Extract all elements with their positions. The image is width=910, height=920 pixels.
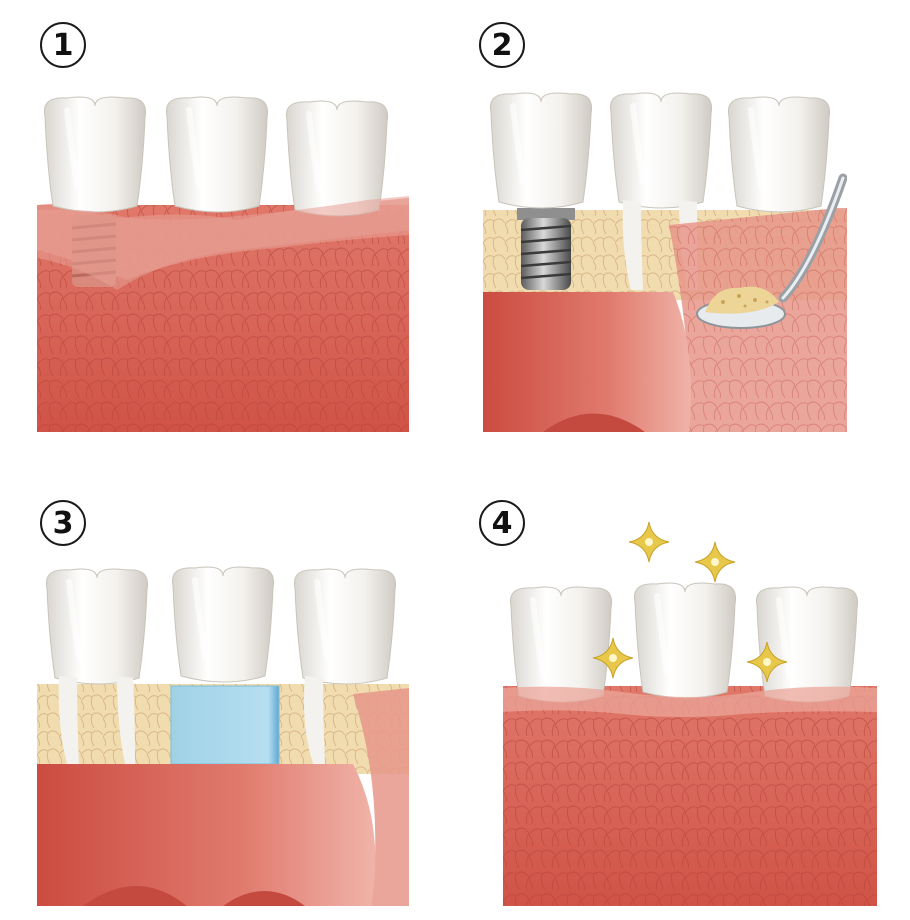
step-badge-2: 2	[479, 22, 525, 68]
step-number: 2	[491, 27, 513, 63]
step-badge-1: 1	[40, 22, 86, 68]
step-badge-4: 4	[479, 500, 525, 546]
tooth-right	[294, 569, 395, 764]
step-badge-3: 3	[40, 500, 86, 546]
step-3-illustration	[37, 566, 409, 906]
tooth-right	[286, 101, 387, 216]
crown-middle	[172, 567, 273, 682]
sparkle-icon	[628, 521, 670, 563]
step-4-illustration	[503, 521, 877, 906]
tooth-right	[728, 97, 829, 212]
tooth-right	[756, 587, 857, 702]
tooth-left	[510, 587, 611, 702]
step-number: 3	[52, 505, 74, 541]
crown-left	[44, 97, 145, 212]
step-number: 4	[491, 505, 513, 541]
tooth-middle	[166, 97, 267, 212]
tooth-left	[46, 569, 147, 764]
sparkle-icon	[694, 541, 736, 583]
step-2-illustration	[483, 90, 847, 432]
step-number: 1	[52, 27, 74, 63]
crown-middle	[634, 583, 735, 698]
implant-screw	[517, 208, 575, 290]
dental-spoon-icon	[696, 173, 847, 329]
crown-left	[490, 93, 591, 208]
step-1-illustration	[37, 90, 409, 432]
membrane-block	[170, 685, 280, 765]
